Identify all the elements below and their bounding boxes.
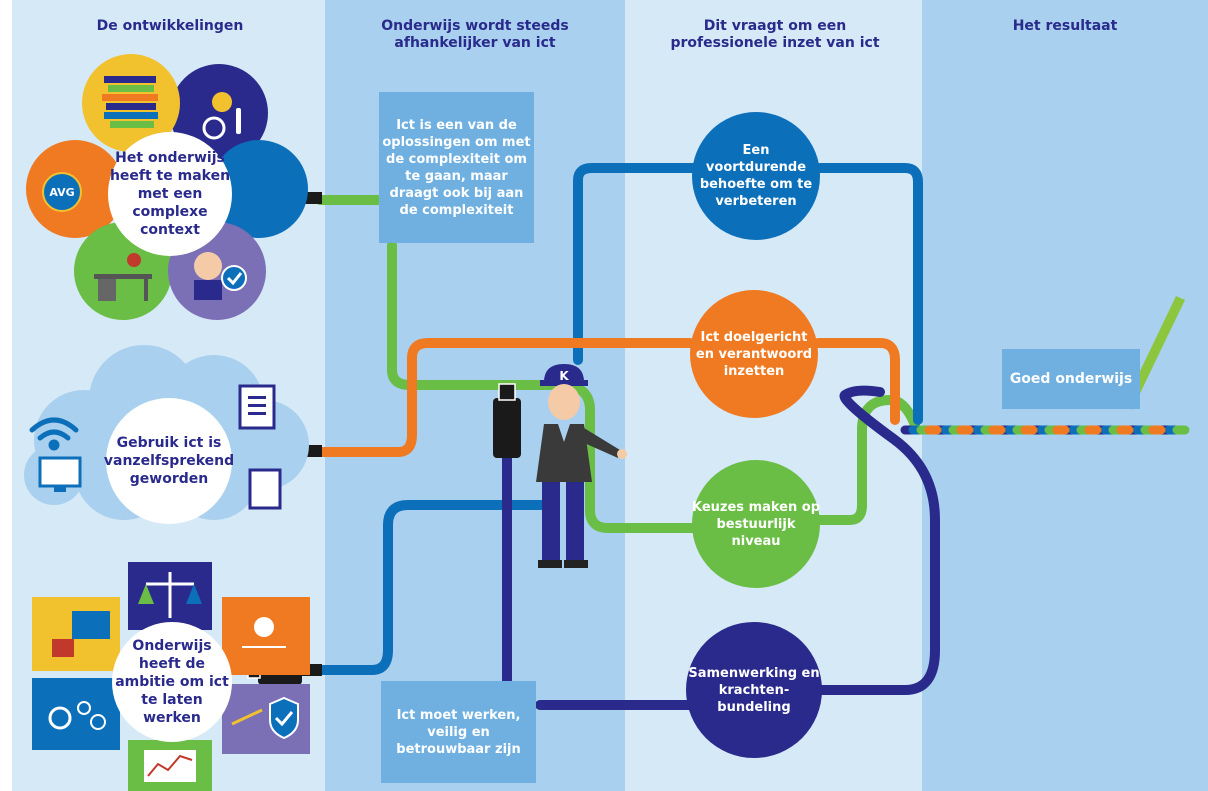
- gears-tile: [32, 678, 120, 750]
- document-icon: [238, 384, 276, 430]
- chart-icon: [144, 750, 196, 782]
- jacket: [536, 424, 592, 482]
- blue-cable-lower: [315, 500, 560, 675]
- dependency-box-complexity: Ict is een van de oplossingen om met de …: [379, 92, 534, 243]
- chart-tile: [128, 740, 212, 791]
- column-title-dependency: Onderwijs wordt steeds afhankelijker van…: [381, 18, 569, 51]
- plug-icon: [493, 383, 521, 458]
- navy-cable: [502, 385, 940, 710]
- pointing-arm: [582, 428, 620, 458]
- file-icon: [248, 468, 282, 510]
- requirement-improve: Een voortdurende behoefte om te verbeter…: [692, 112, 820, 240]
- desk-icon: [94, 253, 152, 301]
- shield-check-icon: [221, 265, 247, 291]
- shield-icon: [231, 696, 299, 740]
- scales-icon: [138, 572, 202, 618]
- development-ambition: Onderwijs heeft de ambitie om ict te lat…: [112, 622, 232, 742]
- sun-icon: [212, 92, 232, 112]
- column-title-requirements: Dit vraagt om een professionele inzet va…: [670, 18, 880, 51]
- monitor-icon: [38, 456, 82, 492]
- cap-letter: K: [559, 369, 569, 383]
- column-title-result: Het resultaat: [1012, 18, 1118, 34]
- avg-badge: AVG: [42, 172, 82, 212]
- shield-tile: [222, 684, 310, 754]
- requirement-purposeful-ict: Ict doelgericht en verantwoord inzetten: [690, 290, 818, 418]
- laptop-icon: [52, 611, 110, 657]
- gears-icon: [48, 701, 106, 730]
- wifi-icon: [29, 417, 79, 451]
- thermometer-icon: [236, 108, 241, 134]
- dependency-box-reliable: Ict moet werken, veilig en betrouwbaar z…: [381, 681, 536, 783]
- orange-cable: [315, 338, 900, 457]
- cap-icon: [544, 364, 584, 382]
- checkmark-icon: [1110, 296, 1185, 410]
- network-tile: [222, 597, 310, 675]
- result-box: Goed onderwijs: [1002, 349, 1140, 409]
- requirement-governance: Keuzes maken op bestuurlijk niveau: [692, 460, 820, 588]
- network-person-icon: [242, 617, 286, 648]
- laptop-tile: [32, 597, 120, 671]
- books-icon: [102, 76, 158, 128]
- person-illustration: K: [536, 364, 627, 568]
- face: [548, 384, 580, 420]
- development-ict-obvious: Gebruik ict is vanzelfsprekend geworden: [104, 398, 234, 524]
- avg-petal: AVG: [26, 140, 124, 238]
- blue-cable: [573, 163, 923, 425]
- development-complex-context: Het onderwijs heeft te maken met een com…: [108, 132, 232, 256]
- column-title-developments: De ontwikkelingen: [96, 18, 244, 34]
- requirement-collaboration: Samenwerking en krachten-bundeling: [686, 622, 822, 758]
- scales-tile: [128, 562, 212, 630]
- globe-icon: [202, 116, 226, 140]
- person-icon: [194, 252, 222, 280]
